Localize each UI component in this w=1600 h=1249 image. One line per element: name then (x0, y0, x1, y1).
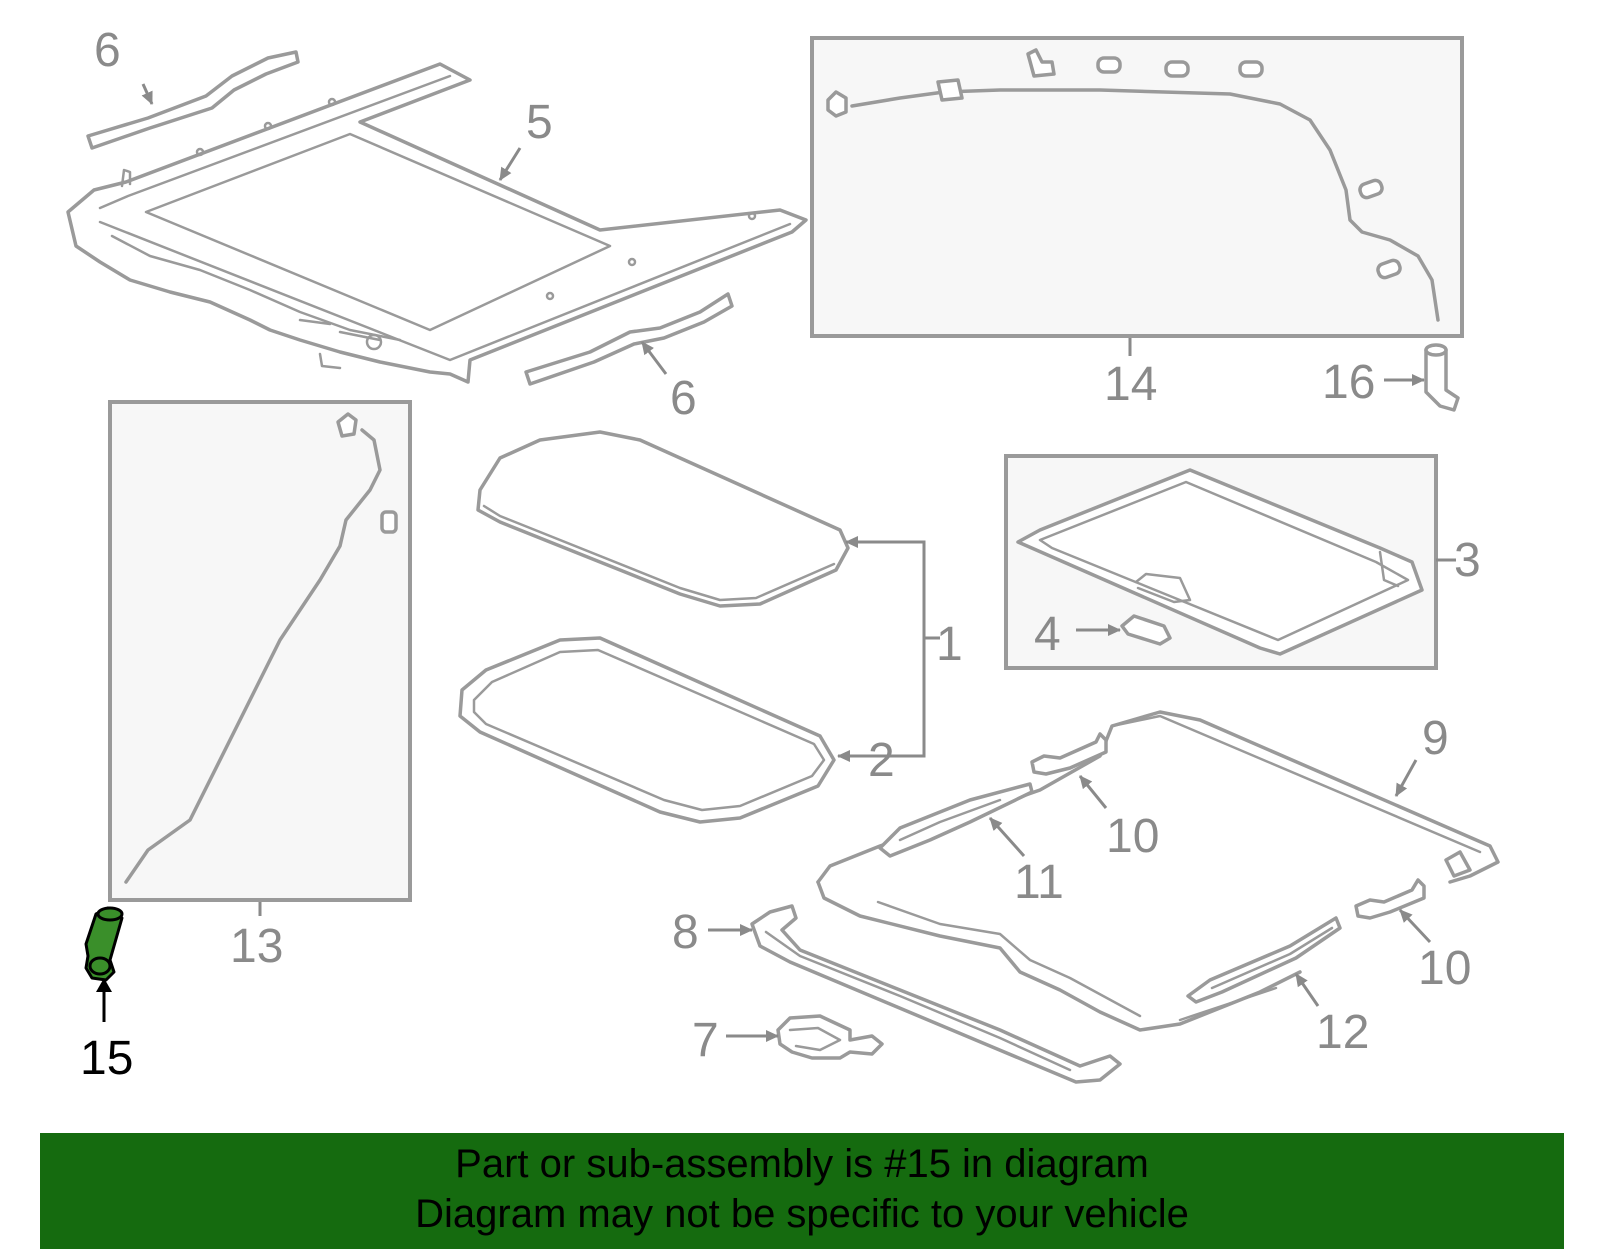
banner-line-1: Part or sub-assembly is #15 in diagram (455, 1142, 1149, 1186)
callout-12: 12 (1316, 1006, 1369, 1059)
callout-10a: 10 (1106, 810, 1159, 863)
callout-5: 5 (526, 96, 553, 149)
callout-1: 1 (936, 618, 963, 671)
banner-line-2: Diagram may not be specific to your vehi… (415, 1192, 1189, 1236)
callout-labels: 6 5 6 14 16 1 2 3 4 9 10 11 10 12 8 7 13… (80, 24, 1481, 1085)
leader-lines (96, 83, 1456, 1042)
part-14-drain-hose-box[interactable] (810, 36, 1464, 338)
part-11-guide-left[interactable] (878, 782, 1034, 858)
part-8-wind-deflector[interactable] (750, 904, 1122, 1084)
callout-2: 2 (868, 734, 895, 787)
part-5-sunroof-frame[interactable] (66, 62, 808, 384)
callout-7: 7 (692, 1014, 719, 1067)
part-9-rail-frame[interactable] (816, 710, 1500, 1032)
callout-9: 9 (1422, 712, 1449, 765)
callout-13: 13 (230, 920, 283, 973)
part-7-motor[interactable] (776, 1014, 884, 1060)
part-6-top-strip[interactable] (86, 50, 300, 150)
part-3-sunshade-box[interactable] (1004, 454, 1438, 670)
callout-3: 3 (1454, 534, 1481, 587)
part-1-glass-panel[interactable] (476, 430, 850, 608)
callout-8: 8 (672, 906, 699, 959)
callout-14: 14 (1104, 358, 1157, 411)
part-13-drain-hose-box[interactable] (108, 400, 412, 902)
part-15-drain-valve-highlighted[interactable] (84, 906, 124, 982)
callout-10b: 10 (1418, 942, 1471, 995)
part-6-lower-strip[interactable] (524, 292, 734, 386)
callout-15-highlighted: 15 (80, 1032, 133, 1085)
part-10-upper-bracket[interactable] (1030, 732, 1108, 776)
part-16-drain-valve[interactable] (1424, 343, 1460, 412)
callout-16: 16 (1322, 356, 1375, 409)
part-4-handle[interactable] (1120, 614, 1172, 646)
info-banner: Part or sub-assembly is #15 in diagram D… (40, 1133, 1564, 1249)
callout-6b: 6 (670, 372, 697, 425)
part-2-glass-seal[interactable] (458, 636, 836, 824)
part-10-lower-bracket[interactable] (1354, 878, 1426, 920)
callout-11: 11 (1014, 856, 1064, 909)
callout-4: 4 (1034, 608, 1061, 661)
callout-6a: 6 (94, 24, 121, 77)
part-12-guide-right[interactable] (1178, 916, 1342, 1022)
